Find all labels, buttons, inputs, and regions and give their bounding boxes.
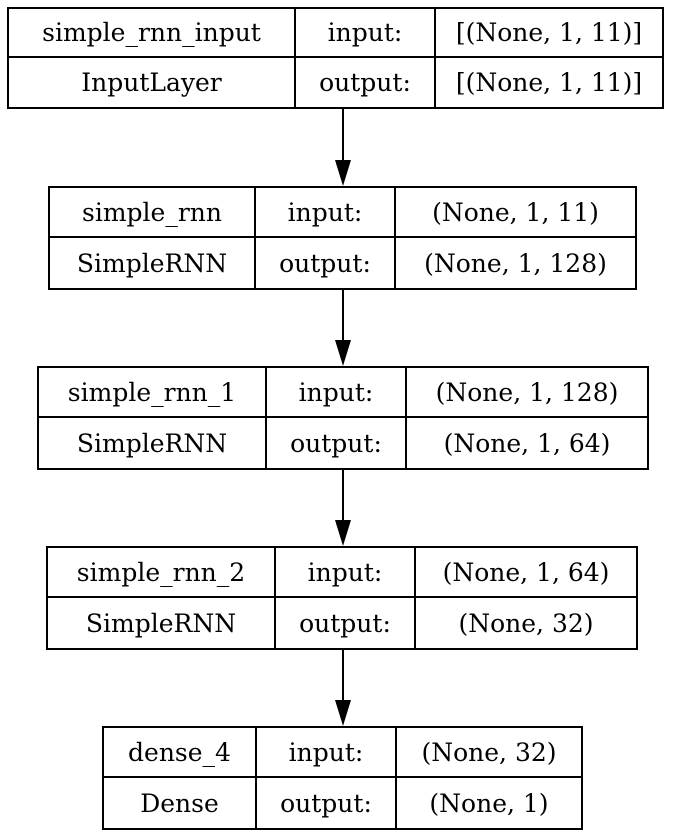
output-shape: [(None, 1, 11)]: [455, 68, 643, 97]
layer-type: SimpleRNN: [39, 418, 267, 468]
edge-arrow-1: [335, 109, 351, 186]
output-shape: (None, 1, 128): [424, 248, 607, 278]
layer-type: SimpleRNN: [50, 238, 256, 288]
layer-node-simple-rnn-1: simple_rnn_1 input: (None, 1, 128) Simpl…: [37, 366, 649, 470]
output-label: output:: [296, 58, 436, 107]
input-label: input:: [267, 368, 407, 418]
input-shape: (None, 1, 128): [407, 368, 647, 418]
layer-name: simple_rnn_2: [48, 548, 276, 598]
input-label: input:: [256, 188, 396, 238]
layer-node-dense-4: dense_4 input: (None, 32) Dense output: …: [102, 726, 583, 830]
layer-node-simple-rnn: simple_rnn input: (None, 1, 11) SimpleRN…: [48, 186, 637, 290]
output-label: output:: [256, 238, 396, 288]
layer-type: InputLayer: [9, 58, 296, 107]
layer-name: dense_4: [104, 728, 257, 778]
edge-arrow-4: [335, 650, 351, 726]
output-label: output:: [276, 598, 416, 648]
output-label: output:: [257, 778, 397, 828]
input-label: input:: [257, 728, 397, 778]
input-label: input:: [276, 548, 416, 598]
layer-type: SimpleRNN: [48, 598, 276, 648]
layer-type: Dense: [104, 778, 257, 828]
output-label: output:: [267, 418, 407, 468]
layer-node-simple-rnn-2: simple_rnn_2 input: (None, 1, 64) Simple…: [46, 546, 638, 650]
output-shape: (None, 32): [458, 608, 594, 638]
input-shape: (None, 1, 64): [416, 548, 636, 598]
input-shape: [(None, 1, 11)]: [436, 9, 662, 58]
layer-name: simple_rnn_input: [9, 9, 296, 58]
input-shape: (None, 32): [397, 728, 581, 778]
input-shape: (None, 1, 11): [396, 188, 635, 238]
layer-name: simple_rnn_1: [39, 368, 267, 418]
output-shape: (None, 1, 64): [443, 428, 611, 458]
output-shape: (None, 1): [429, 788, 549, 818]
edge-arrow-2: [335, 290, 351, 366]
edge-arrow-3: [335, 470, 351, 546]
input-label: input:: [296, 9, 436, 58]
layer-node-simple-rnn-input: simple_rnn_input input: [(None, 1, 11)] …: [7, 7, 664, 109]
layer-name: simple_rnn: [50, 188, 256, 238]
